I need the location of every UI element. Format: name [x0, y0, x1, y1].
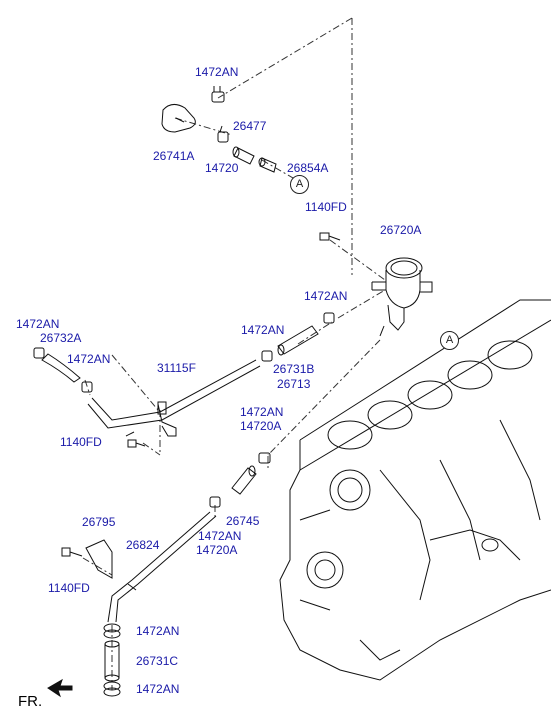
part-label-1140FD: 1140FD [48, 581, 90, 595]
part-label-26731B: 26731B [273, 362, 315, 376]
front-arrow-icon [47, 678, 73, 698]
part-label-1472AN: 1472AN [304, 289, 348, 303]
part-label-26732A: 26732A [40, 331, 82, 345]
part-label-26795: 26795 [82, 515, 116, 529]
clip-icon [258, 452, 271, 464]
clip-icon [33, 347, 45, 359]
part-label-1472AN: 1472AN [195, 65, 239, 79]
hose-26477-icon [232, 146, 255, 165]
part-label-1140FD: 1140FD [60, 435, 102, 449]
bracket-26795-icon [85, 539, 113, 579]
pipe-31115F-icon [87, 359, 261, 437]
part-label-1472AN: 1472AN [16, 317, 60, 331]
part-label-14720: 14720 [205, 161, 239, 175]
part-label-14720A: 14720A [240, 419, 282, 433]
clip-icon [103, 681, 121, 697]
hose-26745-icon [231, 465, 257, 495]
part-label-14720A: 14720A [196, 543, 238, 557]
hose-26732A-icon [41, 353, 81, 383]
separator-26720A-icon [371, 257, 433, 337]
part-label-26745: 26745 [226, 514, 260, 528]
part-label-26720A: 26720A [380, 223, 422, 237]
bolt-icon [61, 547, 83, 557]
part-label-1472AN: 1472AN [198, 529, 242, 543]
clip-icon [261, 350, 273, 362]
clip-icon [217, 125, 229, 143]
part-label-1472AN: 1472AN [240, 405, 284, 419]
reference-marker-a: A [440, 331, 459, 350]
pipe-26824-icon [107, 511, 217, 623]
clip-icon [323, 312, 335, 324]
part-label-26824: 26824 [126, 538, 160, 552]
clip-icon [103, 623, 121, 639]
clip-icon [81, 381, 93, 393]
part-label-26854A: 26854A [287, 161, 329, 175]
valve-26854A-icon [258, 157, 277, 173]
part-label-1472AN: 1472AN [136, 682, 180, 696]
part-label-26713: 26713 [277, 377, 311, 391]
bracket-26741A-icon [161, 104, 196, 133]
clip-icon [211, 86, 225, 103]
clip-icon [209, 496, 221, 508]
hose-26731C-icon [104, 640, 120, 682]
reference-marker-a: A [290, 175, 309, 194]
front-direction-label: FR. [18, 693, 43, 710]
bolt-icon [319, 232, 341, 241]
part-label-1472AN: 1472AN [136, 624, 180, 638]
engine-block-icon [279, 299, 551, 681]
part-label-26731C: 26731C [136, 654, 179, 668]
hose-26731B-icon [277, 325, 319, 356]
bolt-icon [127, 439, 146, 448]
part-label-31115F: 31115F [157, 361, 196, 375]
part-label-1472AN: 1472AN [67, 352, 111, 366]
part-label-1472AN: 1472AN [241, 323, 285, 337]
part-label-26741A: 26741A [153, 149, 195, 163]
part-label-26477: 26477 [233, 119, 267, 133]
part-label-1140FD: 1140FD [305, 200, 347, 214]
